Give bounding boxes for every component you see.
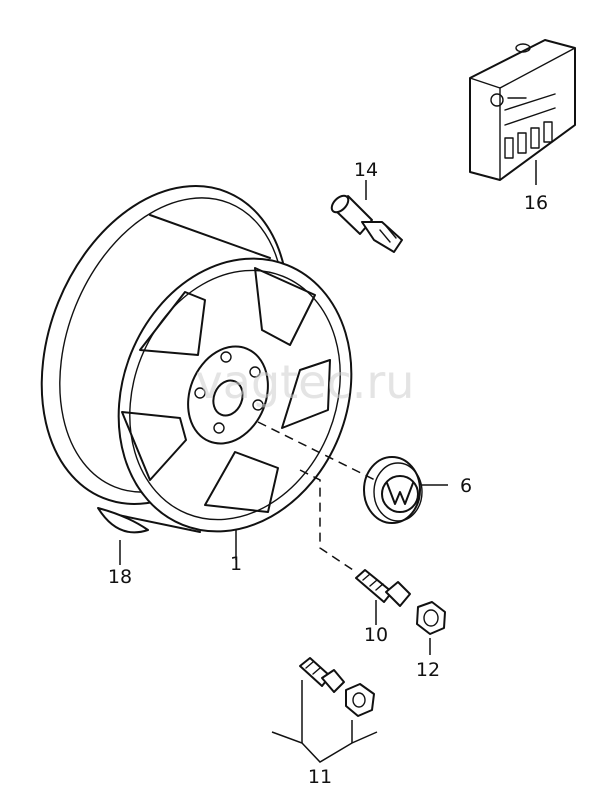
hub-cap[interactable] [363,456,423,524]
leader-lines [119,160,537,763]
callout-bolt-box: 16 [524,192,548,214]
callout-lock-set: 11 [308,766,332,788]
callout-labels: 14 16 6 1 18 10 12 11 [108,159,548,788]
rim-barrel-top [149,214,271,259]
rim-bolt-holes [194,351,264,434]
vw-logo-icon [386,482,414,505]
callout-nut: 12 [416,659,440,681]
wheel-bolt[interactable] [355,569,411,607]
locking-bolt[interactable] [299,657,345,693]
callout-bolt: 10 [364,624,388,646]
vw-logo-ring [381,475,419,513]
assembly-lines [257,421,376,573]
locking-adapter[interactable] [345,683,375,717]
rim-hub [187,345,269,445]
callout-wheel: 1 [230,553,242,575]
watermark: vagtec.ru [196,355,415,409]
callout-weight: 18 [108,566,132,588]
wheel-nut[interactable] [416,601,446,635]
callout-hub-cap: 6 [460,475,472,497]
rim-center-bore [212,379,244,417]
rim-spoke-windows [121,267,331,513]
box-hang-hole [515,43,531,53]
valve-stem[interactable] [329,193,403,253]
box-bolt-pictures [504,121,553,159]
bolt-box[interactable] [469,39,576,181]
callout-valve: 14 [354,159,378,181]
wheel-rim[interactable] [0,149,391,567]
balance-weight[interactable] [97,507,149,534]
box-logo [490,93,504,107]
rim-barrel-bottom [117,514,201,533]
rim-front-lip [129,269,341,521]
